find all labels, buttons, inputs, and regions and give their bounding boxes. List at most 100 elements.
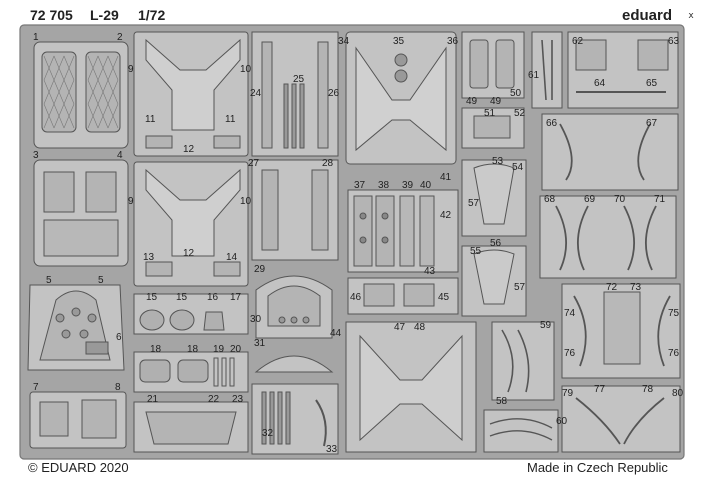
part-number: 68 (544, 194, 556, 205)
part-1-2-seat-panels (33, 41, 129, 149)
part-number: 19 (213, 344, 225, 355)
part-number: 4 (117, 150, 123, 161)
part-number: 1 (33, 32, 39, 43)
part-number: 53 (492, 156, 504, 167)
part-number: 18 (150, 344, 162, 355)
part-number: 79 (562, 388, 574, 399)
part-37-43-small-panels (347, 189, 459, 273)
part-number: 71 (654, 194, 666, 205)
part-number: 21 (147, 394, 159, 405)
part-27-28-frames (251, 159, 339, 261)
part-number: 49 (466, 96, 478, 107)
part-number: 9 (128, 196, 134, 207)
part-9-12-seatbelts-upper (133, 31, 249, 157)
part-number: 12 (183, 248, 195, 259)
part-7-8-side-consoles (29, 391, 127, 449)
part-60-cable (483, 409, 559, 453)
part-5-6-instrument-panel (27, 284, 125, 371)
part-number: 63 (668, 36, 680, 47)
part-number: 15 (146, 292, 158, 303)
part-number: 55 (470, 246, 482, 257)
part-number: 40 (420, 180, 432, 191)
part-number: 69 (584, 194, 596, 205)
part-number: 64 (594, 78, 606, 89)
copyright-label: © EDUARD 2020 (28, 460, 129, 475)
part-number: 30 (250, 314, 262, 325)
part-number: 28 (322, 158, 334, 169)
part-58-59-pipes (491, 321, 555, 401)
part-number: 50 (510, 88, 522, 99)
part-number: 35 (393, 36, 405, 47)
part-24-26-rails (251, 31, 339, 157)
part-number: 25 (293, 74, 305, 85)
part-number: 38 (378, 180, 390, 191)
part-number: 70 (614, 194, 626, 205)
part-55-57-harness (461, 245, 527, 317)
part-number: 23 (232, 394, 244, 405)
part-number: 3 (33, 150, 39, 161)
part-number: 56 (490, 238, 502, 249)
part-number: 27 (248, 158, 260, 169)
part-9-14-seatbelts-lower (133, 161, 249, 287)
part-51-52-clips (461, 107, 525, 149)
close-button[interactable]: x (688, 11, 694, 21)
part-68-71-rails (539, 195, 677, 279)
part-number: 10 (240, 196, 252, 207)
part-number: 5 (98, 275, 104, 286)
part-number: 52 (514, 108, 526, 119)
part-3-4-side-panels (33, 159, 129, 267)
part-number: 9 (128, 64, 134, 75)
part-number: 60 (556, 416, 568, 427)
part-number: 54 (512, 162, 524, 173)
part-number: 48 (414, 322, 426, 333)
eduard-logo: eduard (622, 7, 672, 24)
part-number: 61 (528, 70, 540, 81)
part-number: 41 (440, 172, 452, 183)
part-number: 58 (496, 396, 508, 407)
part-number: 57 (468, 198, 480, 209)
part-number: 65 (646, 78, 658, 89)
part-44-46-brackets (347, 277, 459, 315)
part-number: 11 (145, 114, 156, 125)
part-number: 51 (484, 108, 496, 119)
part-62-65-frames (567, 31, 679, 109)
part-32-33-levers (251, 383, 339, 455)
part-number: 37 (354, 180, 366, 191)
part-number: 17 (230, 292, 242, 303)
part-number: 57 (514, 282, 526, 293)
part-34-36-canopy-frame (345, 31, 457, 165)
part-77-80-base-frames (561, 385, 681, 453)
part-number: 16 (207, 292, 219, 303)
part-number: 76 (564, 348, 576, 359)
part-number: 26 (328, 88, 340, 99)
catalog-number: 72 705 (30, 7, 73, 23)
part-number: 62 (572, 36, 584, 47)
part-61-rod (531, 31, 563, 109)
part-number: 13 (143, 252, 155, 263)
part-number: 31 (254, 338, 266, 349)
part-number: 44 (330, 328, 342, 339)
part-number: 11 (225, 114, 236, 125)
part-number: 47 (394, 322, 406, 333)
part-number: 8 (115, 382, 121, 393)
part-49-50-straps (461, 31, 525, 99)
part-21-23-brackets (133, 401, 249, 453)
part-number: 10 (240, 64, 252, 75)
part-number: 75 (668, 308, 680, 319)
part-number: 42 (440, 210, 452, 221)
part-number: 78 (642, 384, 654, 395)
part-number: 80 (672, 388, 684, 399)
part-number: 67 (646, 118, 658, 129)
part-number: 66 (546, 118, 558, 129)
part-number: 20 (230, 344, 242, 355)
part-number: 7 (33, 382, 39, 393)
part-47-48-seat-back (345, 321, 477, 453)
part-number: 34 (338, 36, 350, 47)
part-number: 6 (116, 332, 122, 343)
part-number: 46 (350, 292, 362, 303)
part-number: 39 (402, 180, 414, 191)
part-18-20-pads (133, 351, 249, 393)
part-number: 45 (438, 292, 450, 303)
aircraft-name: L-29 (90, 7, 119, 23)
